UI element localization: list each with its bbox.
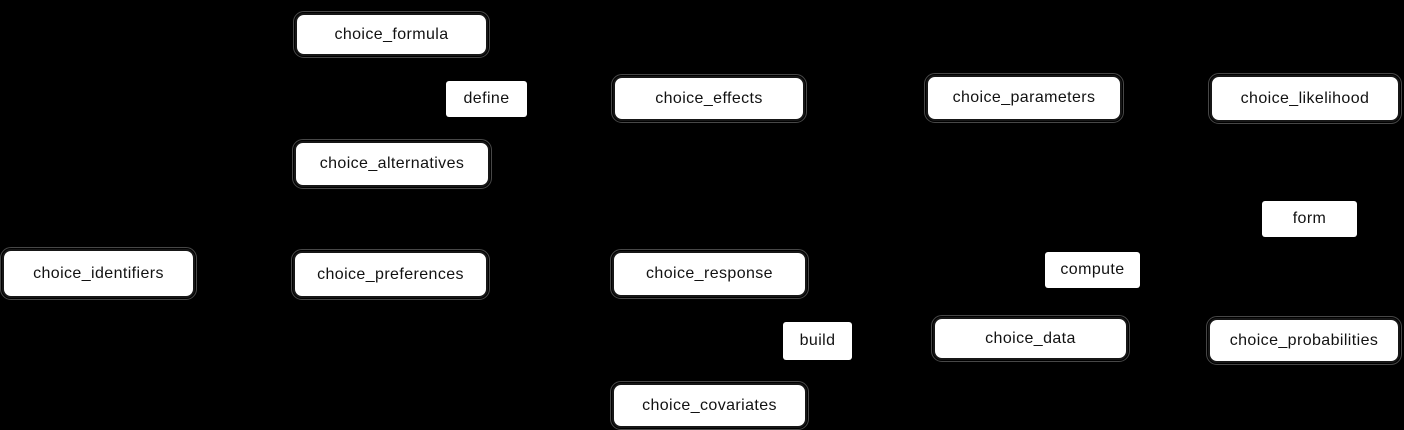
node-choice-formula: choice_formula [293,11,490,58]
node-choice-probabilities: choice_probabilities [1206,316,1402,365]
node-choice-preferences: choice_preferences [291,249,490,300]
edge-label-build: build [783,322,852,360]
node-choice-likelihood: choice_likelihood [1208,73,1402,124]
edge-label-form: form [1262,201,1357,237]
edge-label-define: define [446,81,527,117]
node-choice-covariates: choice_covariates [610,381,809,430]
node-choice-parameters: choice_parameters [924,73,1124,123]
node-choice-response: choice_response [610,249,809,299]
node-choice-identifiers: choice_identifiers [0,247,197,300]
edge-label-compute: compute [1045,252,1140,288]
node-choice-data: choice_data [931,315,1130,362]
node-choice-effects: choice_effects [611,74,807,123]
node-choice-alternatives: choice_alternatives [292,139,492,189]
